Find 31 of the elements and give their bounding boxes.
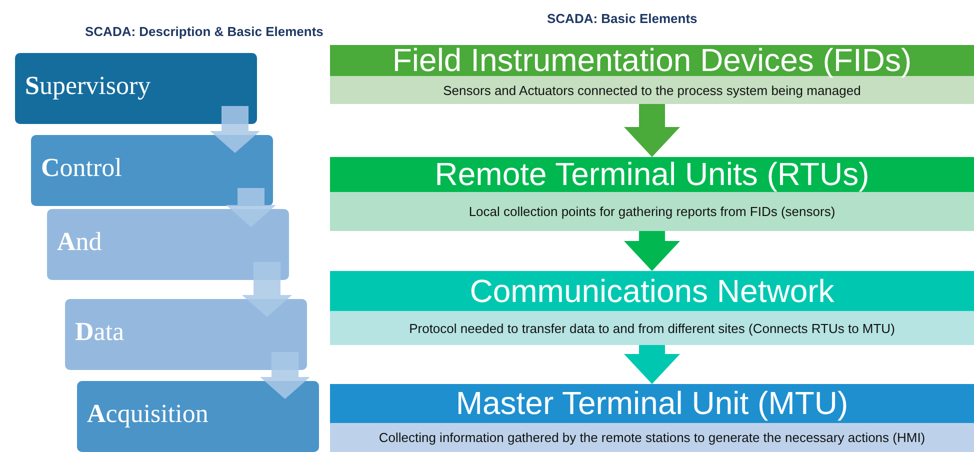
element-band — [330, 157, 974, 231]
block-arrow — [210, 106, 260, 153]
block-arrow — [624, 104, 680, 157]
element-description: Protocol needed to transfer data to and from different sites (Connects RTUs to MTU) — [408, 320, 896, 338]
element-heading: Master Terminal Unit (MTU) — [330, 384, 974, 423]
step-label: And — [57, 226, 102, 256]
step-label: Supervisory — [25, 70, 151, 100]
element-heading: Field Instrumentation Devices (FIDs) — [330, 45, 974, 76]
block-arrow — [226, 188, 276, 227]
element-band — [330, 384, 974, 452]
step-label: Data — [75, 316, 124, 346]
element-description: Local collection points for gathering reports from FIDs (sensors) — [468, 203, 836, 221]
element-band — [330, 271, 974, 345]
element-heading: Communications Network — [330, 271, 974, 311]
element-description: Collecting information gathered by the remote stations to generate the necessary actions (HMI) — [378, 429, 926, 447]
step-box — [15, 53, 257, 124]
element-band — [330, 45, 974, 104]
section-title: SCADA: Basic Elements — [547, 11, 698, 26]
block-arrow — [260, 352, 310, 399]
step-box — [31, 135, 273, 206]
element-description: Sensors and Actuators connected to the process system being managed — [442, 82, 862, 100]
block-arrow — [624, 231, 680, 271]
step-box — [65, 299, 307, 370]
block-arrow — [242, 262, 292, 317]
step-box — [77, 381, 319, 452]
step-label: Acquisition — [87, 398, 208, 428]
block-arrow — [624, 345, 680, 384]
step-label: Control — [41, 152, 122, 182]
diagram-title: SCADA: Description & Basic Elements — [85, 24, 324, 39]
element-heading: Remote Terminal Units (RTUs) — [330, 157, 974, 192]
step-box — [47, 209, 289, 280]
